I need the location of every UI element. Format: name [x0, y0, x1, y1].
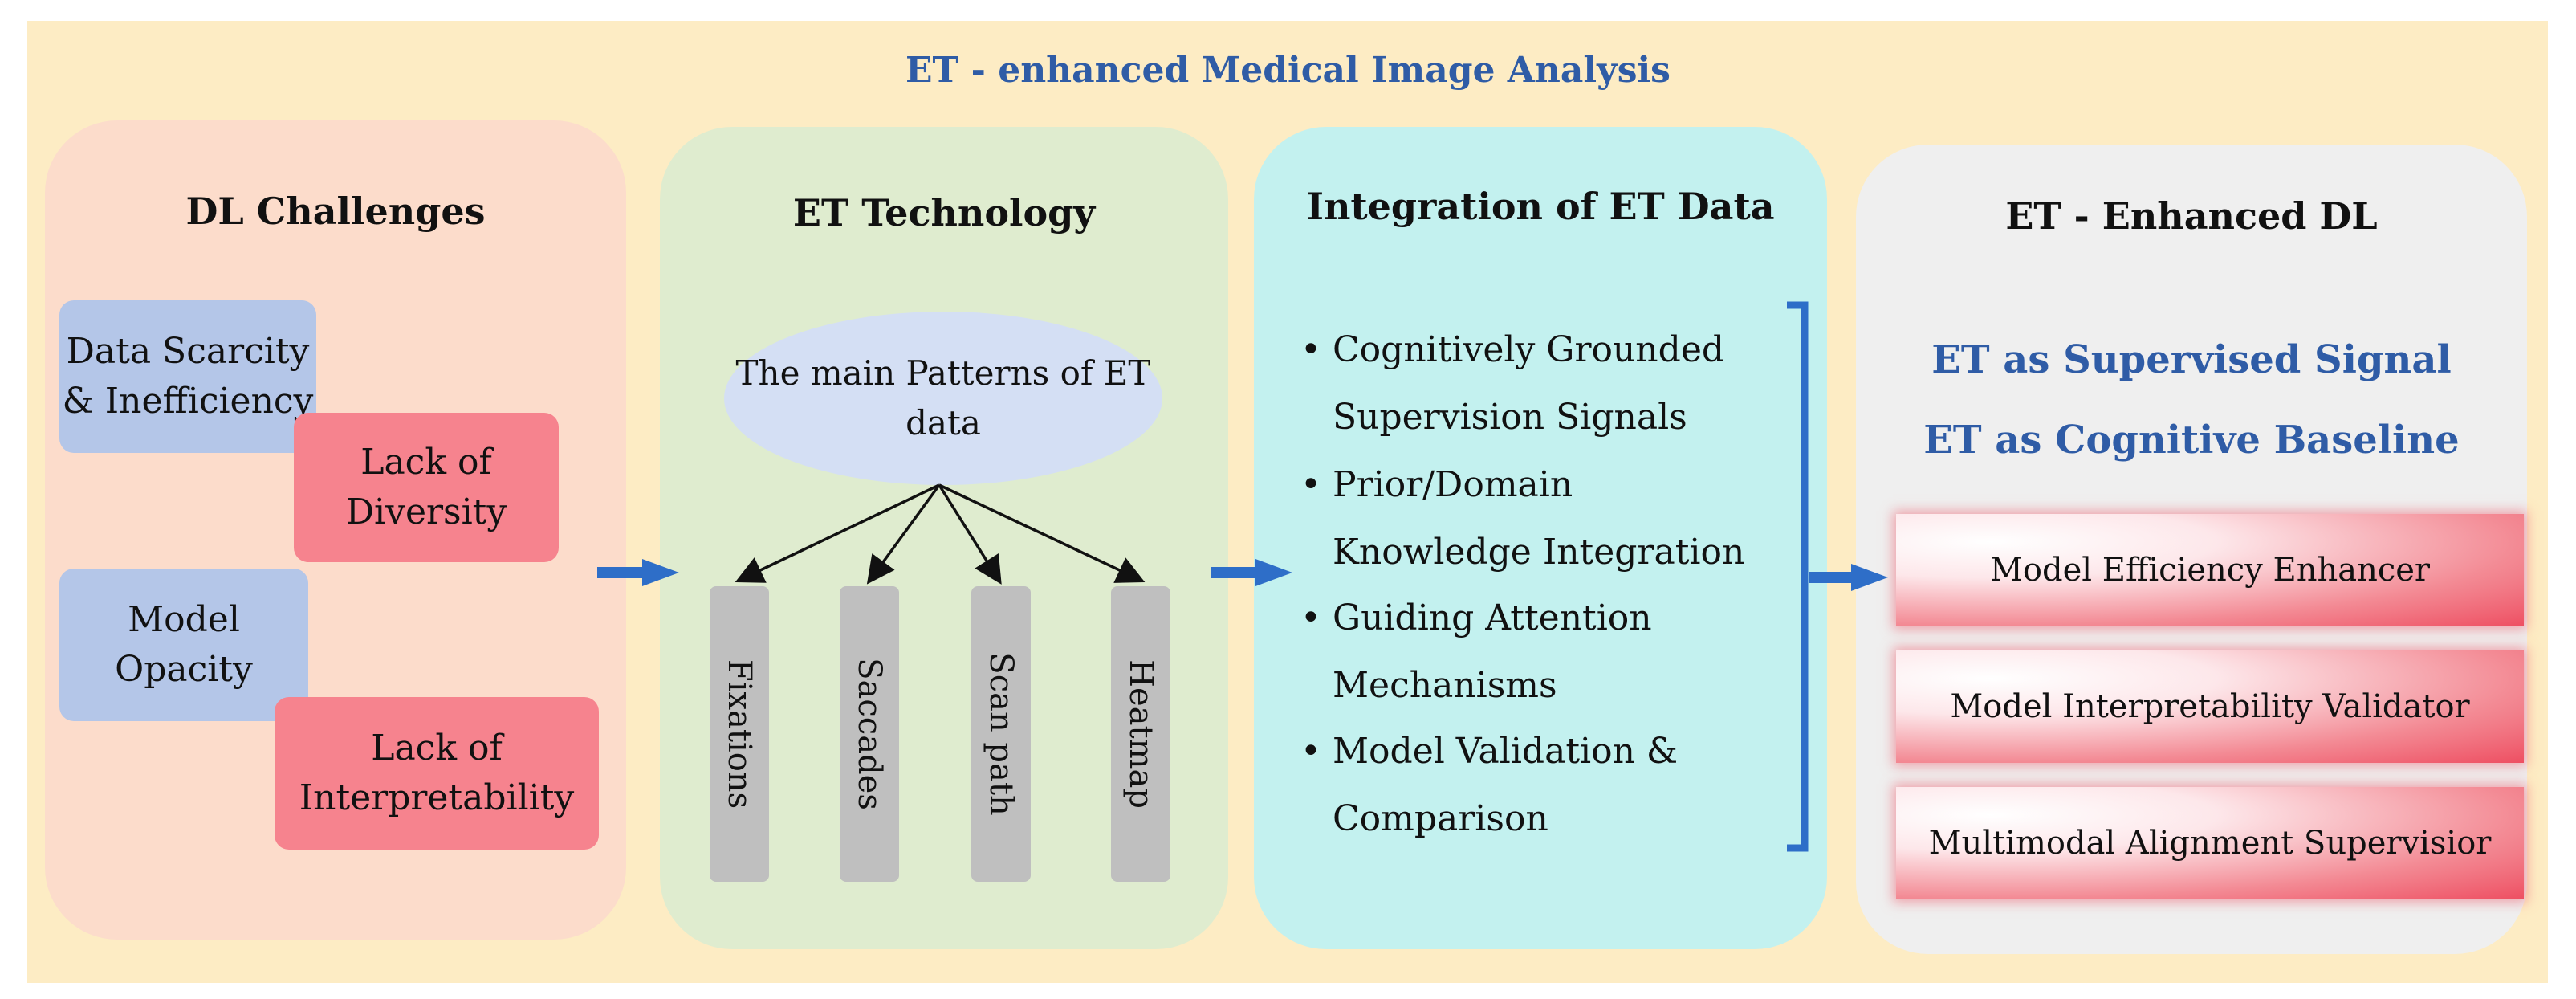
integration-heading: Integration of ET Data — [1306, 185, 1775, 228]
lack-of-interpretability-box: Lack of Interpretability — [275, 697, 599, 850]
et-technology-heading: ET Technology — [792, 191, 1096, 234]
role-efficiency-enhancer: Model Efficiency Enhancer — [1896, 514, 2524, 626]
pattern-bar-saccades: Saccades — [840, 586, 899, 882]
bullet-attention: •Guiding Attention Mechanisms — [1300, 597, 1652, 706]
signal-cognitive-baseline: ET as Cognitive Baseline — [1923, 418, 2460, 463]
role-interpretability-validator: Model Interpretability Validator — [1896, 650, 2524, 763]
diagram-title: ET - enhanced Medical Image Analysis — [905, 50, 1671, 91]
lack-of-diversity-box: Lack of Diversity — [294, 413, 559, 562]
pattern-bar-fixations: Fixations — [710, 586, 769, 882]
role-alignment-supervisor: Multimodal Alignment Supervisior — [1896, 787, 2524, 899]
integration-panel: Integration of ET Data — [1254, 127, 1827, 949]
bullet-supervision: •Cognitively Grounded Supervision Signal… — [1300, 329, 1725, 438]
et-enhanced-heading: ET - Enhanced DL — [2005, 194, 2378, 238]
patterns-oval: The main Patterns of ET data — [724, 312, 1162, 485]
pattern-bar-heatmap: Heatmap — [1111, 586, 1170, 882]
bullet-validation: •Model Validation & Comparison — [1300, 731, 1679, 839]
data-scarcity-box: Data Scarcity & Inefficiency — [59, 300, 316, 453]
dl-challenges-heading: DL Challenges — [185, 190, 486, 233]
signal-supervised: ET as Supervised Signal — [1931, 337, 2452, 382]
model-opacity-box: Model Opacity — [59, 569, 308, 721]
bullet-prior-knowledge: •Prior/Domain Knowledge Integration — [1300, 464, 1745, 573]
pattern-bar-scan-path: Scan path — [971, 586, 1031, 882]
